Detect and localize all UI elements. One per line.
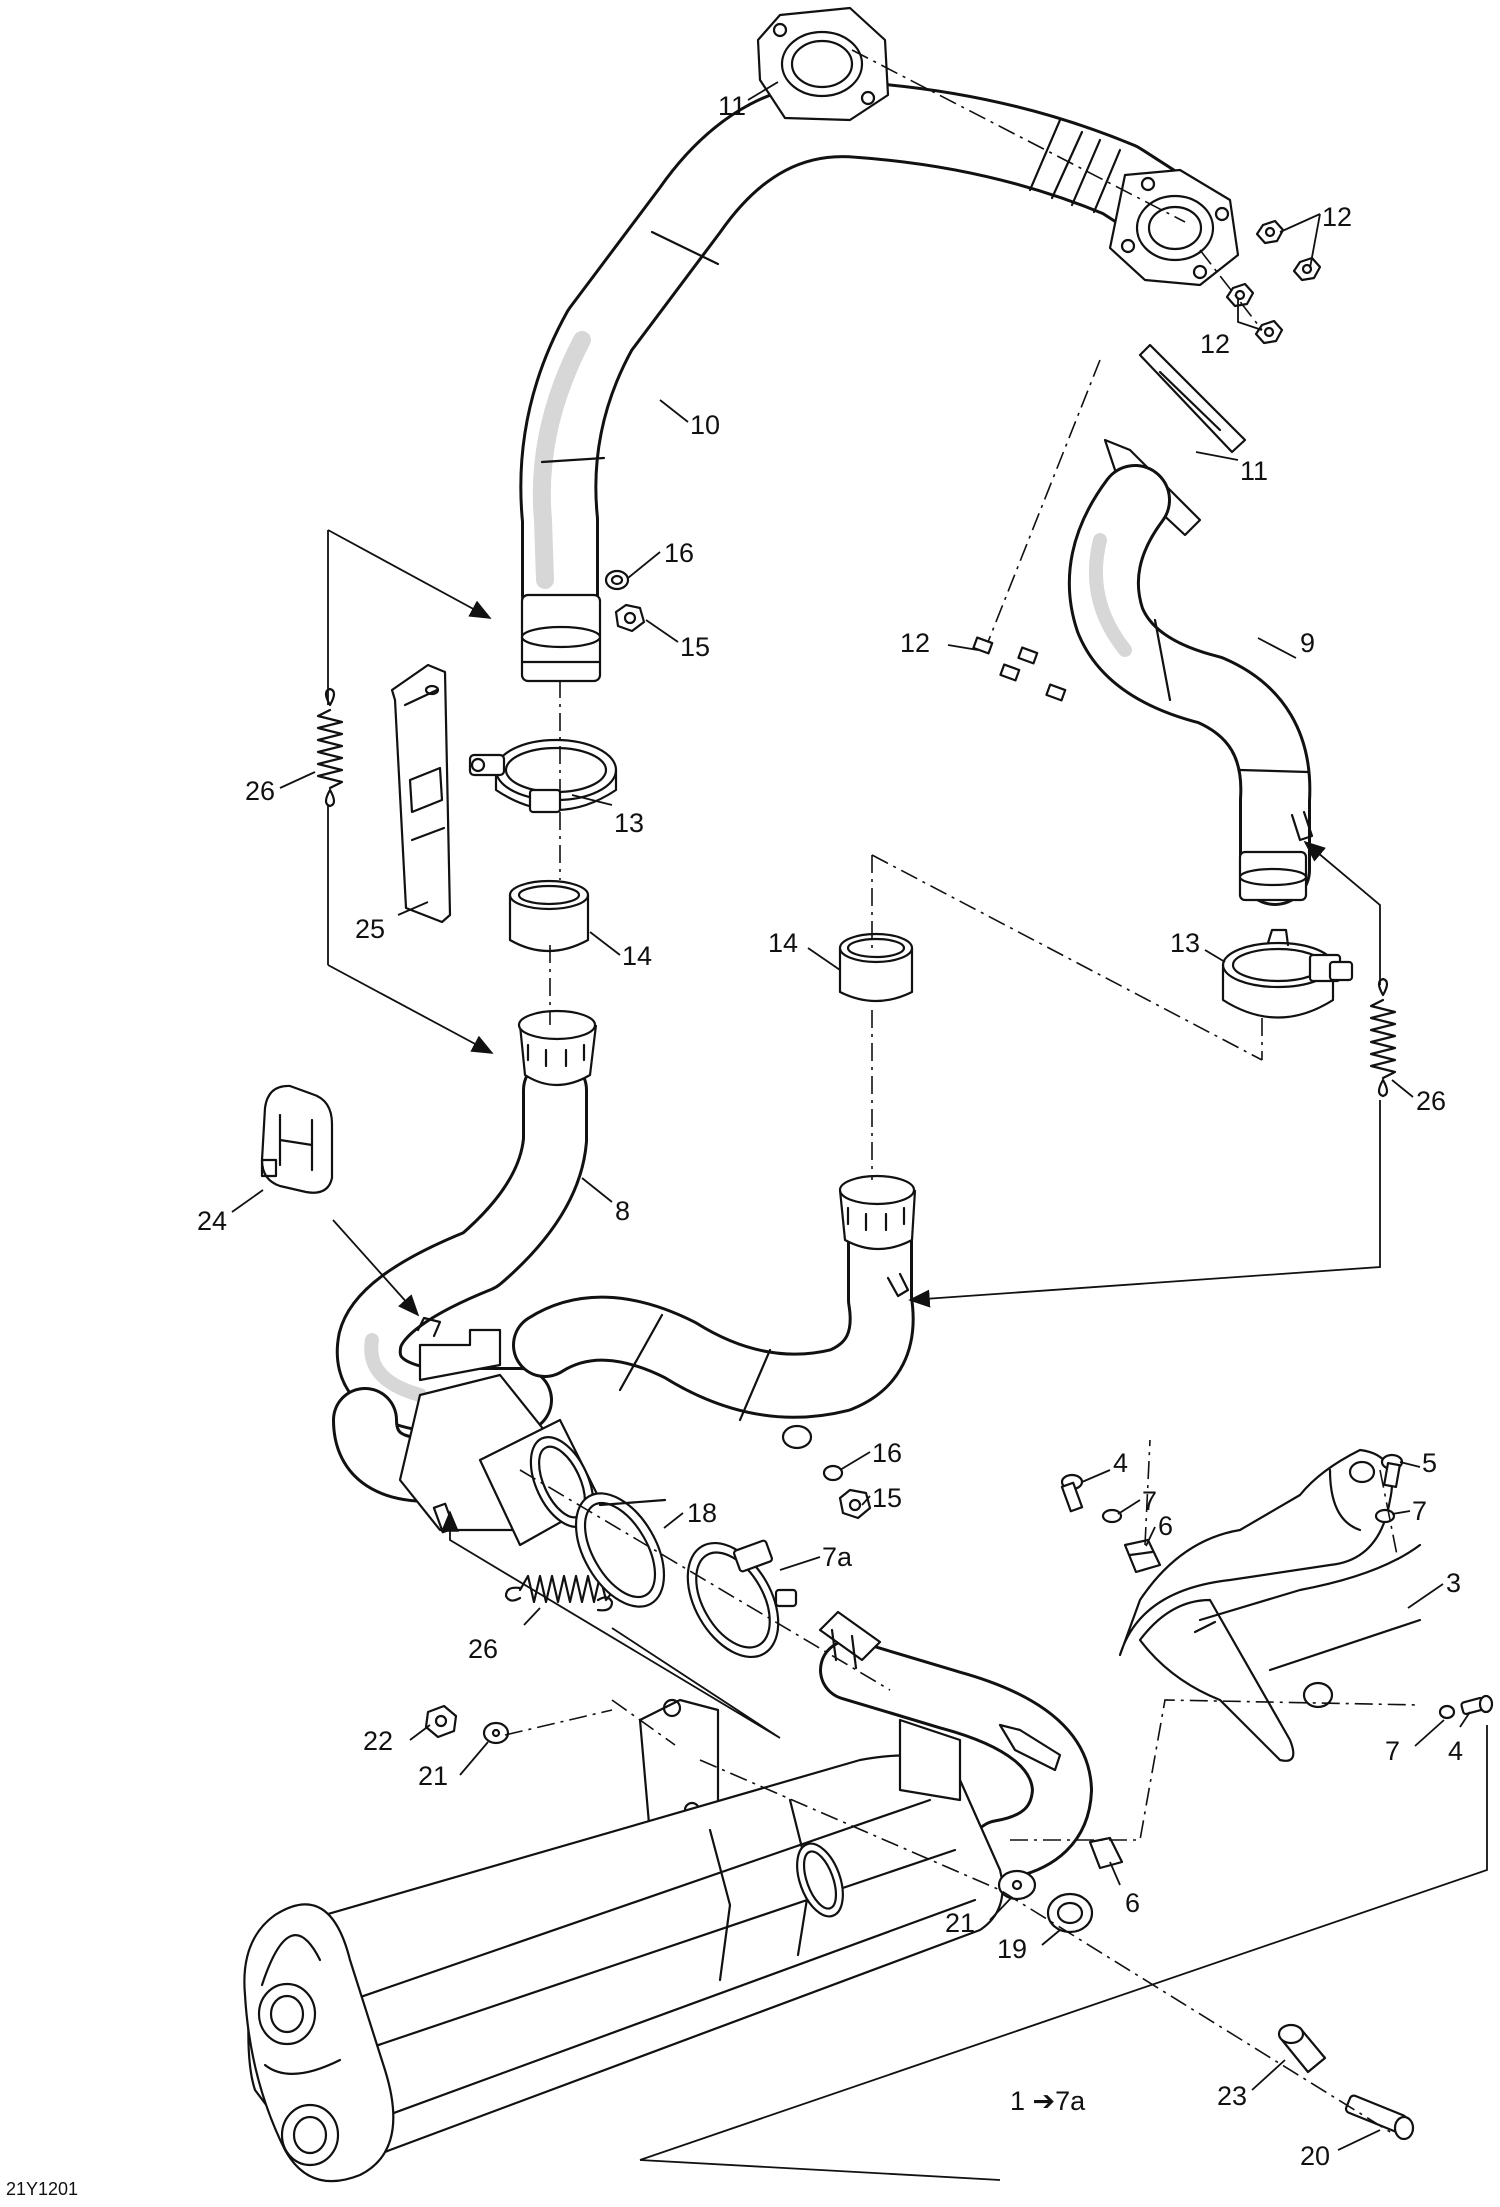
- callout-5: 5: [1422, 1448, 1437, 1478]
- callout-24: 24: [197, 1206, 227, 1236]
- callout-26-lower: 26: [468, 1634, 498, 1664]
- spring-26-lower: [504, 1574, 616, 1612]
- bolt-5: [1380, 1453, 1404, 1488]
- callout-14-right: 14: [768, 928, 798, 958]
- callout-15-lower: 15: [872, 1483, 902, 1513]
- callout-7-upper: 7: [1142, 1486, 1157, 1516]
- spring-26-left: [316, 687, 344, 808]
- plug-15-lower: [838, 1488, 872, 1520]
- heat-shield-3: [1118, 1448, 1422, 1762]
- callout-6-lower: 6: [1125, 1888, 1140, 1918]
- gasket-rear: [1138, 343, 1247, 454]
- washer-7-right: [1374, 1508, 1396, 1524]
- callout-22: 22: [363, 1726, 393, 1756]
- callout-8: 8: [615, 1196, 630, 1226]
- washer-7-upper: [1101, 1508, 1123, 1524]
- callout-15-upper: 15: [680, 632, 710, 662]
- muffler-1: [243, 1610, 1093, 2183]
- leader-lines: [231, 81, 1471, 2151]
- callout-13-lower: 13: [1170, 928, 1200, 958]
- exhaust-pipe-rear: [1067, 438, 1314, 906]
- ring-14-right: [838, 932, 914, 1002]
- bolt-4-upper: [1060, 1473, 1084, 1513]
- callout-16-upper: 16: [664, 538, 694, 568]
- callout-21-upper: 21: [418, 1761, 448, 1791]
- callout-1-7a: 1 ➔7a: [1010, 2086, 1086, 2116]
- plug-15-upper: [614, 603, 646, 633]
- y-pipe-8: [332, 1009, 917, 1547]
- ring-18: [574, 1492, 667, 1608]
- callout-7a: 7a: [822, 1542, 853, 1572]
- callout-6-upper: 6: [1158, 1511, 1173, 1541]
- spacer-19: [1046, 1892, 1094, 1934]
- arrow-lines: [327, 529, 1488, 2181]
- washer-16-upper: [604, 569, 630, 591]
- heat-shield-25: [390, 663, 452, 924]
- bolt-4-lower: [1460, 1694, 1494, 1716]
- nuts-12-small: [972, 636, 1067, 702]
- callout-26-left: 26: [245, 776, 275, 806]
- nut-22: [424, 1704, 458, 1739]
- clamp-13-lower: [1221, 928, 1354, 1019]
- washer-21-upper: [482, 1721, 510, 1745]
- callout-20: 20: [1300, 2141, 1330, 2171]
- nut-12-a: [1255, 219, 1285, 245]
- washer-7-lower: [1438, 1704, 1456, 1720]
- nut-12-d: [1254, 319, 1284, 345]
- spring-26-right: [1369, 977, 1397, 1098]
- callout-25: 25: [355, 914, 385, 944]
- nut-12-c: [1225, 282, 1255, 308]
- callout-4-lower: 4: [1448, 1736, 1463, 1766]
- nut-12-b: [1292, 256, 1322, 282]
- callout-3: 3: [1446, 1568, 1461, 1598]
- clip-nut-6-lower: [1088, 1836, 1124, 1870]
- callout-21-lower: 21: [945, 1908, 975, 1938]
- callout-18: 18: [687, 1498, 717, 1528]
- callout-13-upper: 13: [614, 808, 644, 838]
- callout-11-upper: 11: [718, 91, 746, 121]
- clamp-13-upper: [468, 738, 618, 814]
- spacer-23: [1277, 2023, 1327, 2074]
- washer-16-lower: [822, 1464, 844, 1482]
- clamp-7a: [686, 1539, 798, 1659]
- assembly-lines: [504, 49, 1421, 2136]
- callout-26-right: 26: [1416, 1086, 1446, 1116]
- callout-11-rear: 11: [1240, 456, 1268, 486]
- diagram-code: 21Y1201: [6, 2179, 78, 2199]
- exhaust-pipe-front: [519, 80, 1229, 683]
- washer-21-lower: [997, 1869, 1037, 1901]
- bolt-20: [1344, 2094, 1415, 2141]
- callout-labels: 11 12 12 10 11 16 15 12 9 26 13 25 14 14…: [6, 91, 1463, 2199]
- callout-14-left: 14: [622, 941, 652, 971]
- callout-12-top: 12: [1322, 202, 1352, 232]
- ring-14-left: [508, 879, 590, 953]
- callout-12-mid: 12: [1200, 329, 1230, 359]
- gasket-upper: [756, 6, 890, 122]
- callout-23: 23: [1217, 2081, 1247, 2111]
- callout-19: 19: [997, 1934, 1027, 1964]
- flange-pipe-10: [1108, 168, 1240, 287]
- callout-10: 10: [690, 410, 720, 440]
- callout-12-small: 12: [900, 628, 930, 658]
- callout-16-lower: 16: [872, 1438, 902, 1468]
- callout-4-upper: 4: [1113, 1448, 1128, 1478]
- callout-7-lower: 7: [1385, 1736, 1400, 1766]
- callout-7-right: 7: [1412, 1496, 1427, 1526]
- callout-9: 9: [1300, 628, 1315, 658]
- clip-nut-6-upper: [1123, 1538, 1162, 1574]
- rubber-mount-24: [260, 1084, 334, 1194]
